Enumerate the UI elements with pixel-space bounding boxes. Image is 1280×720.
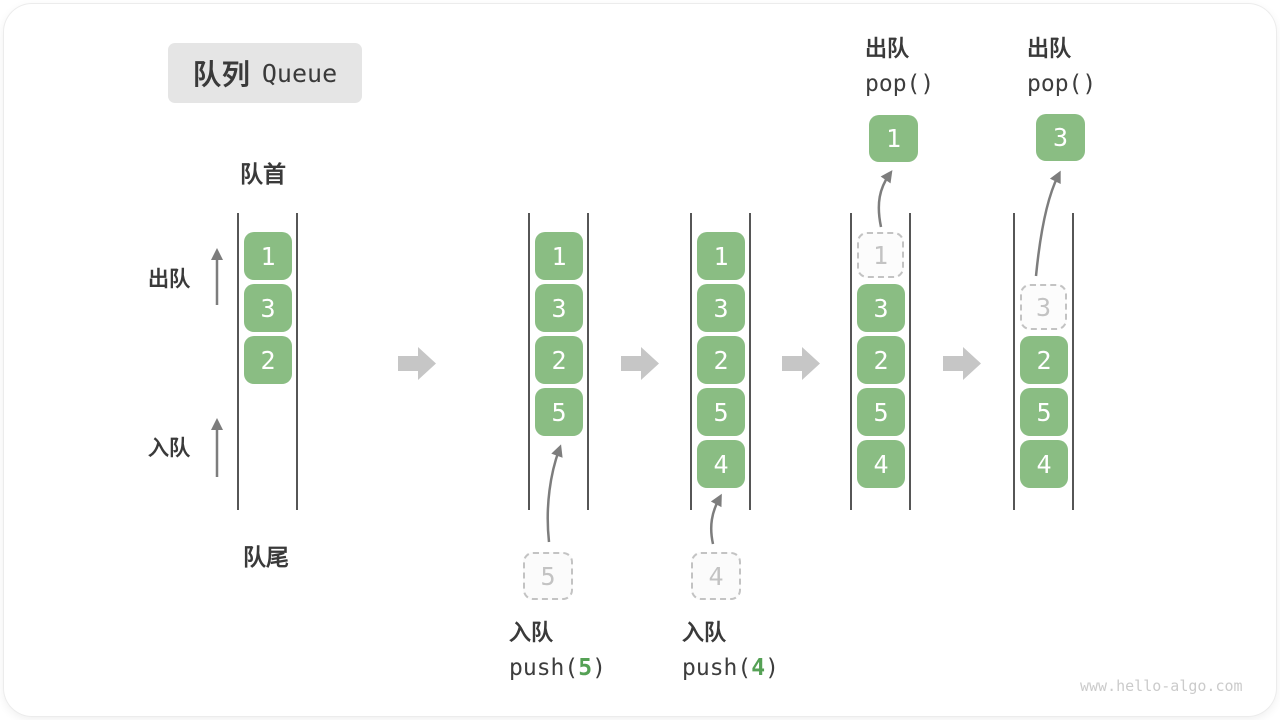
queue-cell: 2 <box>1020 336 1068 384</box>
queue-wall-left <box>1013 213 1015 510</box>
title-en: Queue <box>261 58 338 88</box>
queue-state-after-push-4: 1 3 2 5 4 <box>690 213 751 510</box>
queue-wall-left <box>690 213 692 510</box>
op-push-close: ) <box>765 655 779 681</box>
queue-state-after-pop-1: 1 3 2 5 4 <box>850 213 911 510</box>
queue-cell: 5 <box>535 388 583 436</box>
queue-cell: 3 <box>697 284 745 332</box>
queue-wall-right <box>296 213 298 510</box>
queue-cell: 3 <box>244 284 292 332</box>
op-dequeue-text: 出队 <box>865 36 910 61</box>
queue-wall-left <box>528 213 530 510</box>
op-label-push-4: 入队 push(4) <box>682 615 779 681</box>
popped-value-box: 3 <box>1036 114 1085 161</box>
queue-cell: 1 <box>535 232 583 280</box>
queue-cell: 2 <box>857 336 905 384</box>
queue-cell: 5 <box>1020 388 1068 436</box>
op-pop-code: pop() <box>1027 71 1097 97</box>
queue-cell-removed: 3 <box>1020 284 1067 330</box>
queue-wall-right <box>749 213 751 510</box>
op-push-code: push(5) <box>509 655 606 681</box>
queue-state-after-push-5: 1 3 2 5 <box>528 213 589 510</box>
label-queue-rear: 队尾 <box>243 544 289 570</box>
op-push-code: push(4) <box>682 655 779 681</box>
queue-cell: 5 <box>697 388 745 436</box>
state-transition-arrow-icon <box>782 347 820 380</box>
queue-state-initial: 1 3 2 <box>237 213 298 510</box>
queue-cell-removed: 1 <box>857 232 904 278</box>
queue-wall-left <box>850 213 852 510</box>
queue-wall-right <box>1072 213 1074 510</box>
op-push-fn: push( <box>682 655 752 681</box>
queue-cell: 1 <box>244 232 292 280</box>
queue-cell: 4 <box>697 440 745 488</box>
state-transition-arrow-icon <box>621 347 659 380</box>
op-label-pop-1: 出队 pop() <box>865 31 934 97</box>
queue-cell: 2 <box>244 336 292 384</box>
op-push-fn: push( <box>509 655 579 681</box>
queue-cell: 3 <box>535 284 583 332</box>
title-zh: 队列 <box>192 59 251 90</box>
op-push-arg: 5 <box>578 655 593 681</box>
op-push-arg: 4 <box>751 655 766 681</box>
op-enqueue-text: 入队 <box>682 620 727 645</box>
op-label-push-5: 入队 push(5) <box>509 615 606 681</box>
op-enqueue-text: 入队 <box>509 620 554 645</box>
label-dequeue-side: 出队 <box>148 268 190 291</box>
state-transition-arrow-icon <box>398 347 436 380</box>
op-dequeue-text: 出队 <box>1027 36 1072 61</box>
op-pop-code: pop() <box>865 71 935 97</box>
queue-wall-right <box>909 213 911 510</box>
queue-cell: 2 <box>697 336 745 384</box>
op-label-pop-2: 出队 pop() <box>1027 31 1096 97</box>
queue-wall-left <box>237 213 239 510</box>
diagram-title-box: 队列 Queue <box>168 43 362 103</box>
queue-wall-right <box>587 213 589 510</box>
queue-state-after-pop-3: 3 2 5 4 <box>1013 213 1074 510</box>
label-queue-front: 队首 <box>240 161 286 187</box>
label-enqueue-side: 入队 <box>148 437 190 460</box>
queue-cell: 3 <box>857 284 905 332</box>
queue-cell: 4 <box>857 440 905 488</box>
queue-cell: 2 <box>535 336 583 384</box>
incoming-value-box: 4 <box>691 552 741 600</box>
incoming-value-box: 5 <box>523 552 573 600</box>
op-push-close: ) <box>592 655 606 681</box>
queue-cell: 4 <box>1020 440 1068 488</box>
queue-cell: 5 <box>857 388 905 436</box>
state-transition-arrow-icon <box>943 347 981 380</box>
popped-value-box: 1 <box>869 115 918 162</box>
watermark: www.hello-algo.com <box>1080 677 1243 695</box>
queue-cell: 1 <box>697 232 745 280</box>
